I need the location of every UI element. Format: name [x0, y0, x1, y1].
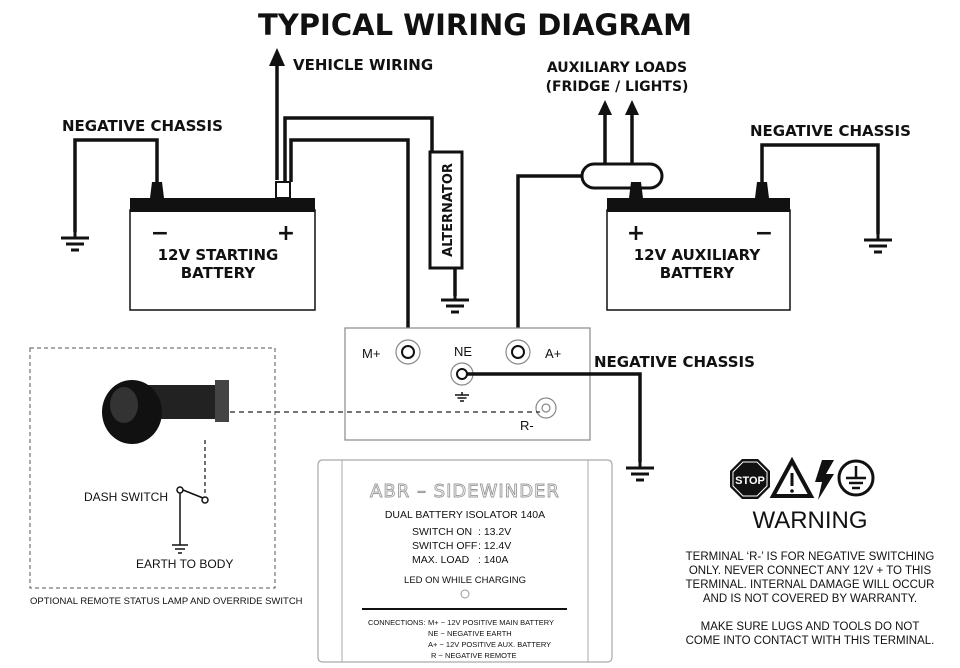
- svg-text:−: −: [755, 221, 773, 246]
- svg-text:MAX. LOAD: MAX. LOAD: [412, 554, 470, 566]
- fuse-holder: [580, 162, 664, 190]
- warning-triangle-icon: [769, 456, 815, 498]
- stop-sign-icon: STOP: [730, 459, 770, 499]
- negative-chassis-left-label: NEGATIVE CHASSIS: [62, 117, 223, 135]
- svg-text:: 12.4V: : 12.4V: [478, 540, 511, 552]
- warning-heading: WARNING: [752, 507, 867, 534]
- lightning-icon: [815, 460, 834, 500]
- svg-text:M+: M+: [362, 346, 380, 361]
- svg-text:TERMINAL. INTERNAL DAMAGE WILL: TERMINAL. INTERNAL DAMAGE WILL OCCUR: [686, 579, 935, 591]
- auxiliary-load-arrows: [598, 100, 639, 168]
- dash-switch-symbol: [172, 486, 209, 554]
- svg-text:NE ~ NEGATIVE EARTH: NE ~ NEGATIVE EARTH: [428, 629, 512, 638]
- ground-icon: [862, 232, 894, 254]
- starting-battery: − + 12V STARTING BATTERY: [129, 181, 316, 311]
- earth-to-body-label: EARTH TO BODY: [136, 557, 233, 571]
- svg-text:BATTERY: BATTERY: [660, 264, 736, 282]
- svg-text:TERMINAL ‘R-’ IS FOR NEGATIVE: TERMINAL ‘R-’ IS FOR NEGATIVE SWITCHING: [686, 551, 935, 563]
- svg-text:COME INTO CONTACT WITH THIS TE: COME INTO CONTACT WITH THIS TERMINAL.: [686, 635, 935, 647]
- auxiliary-loads-label: AUXILIARY LOADS: [547, 60, 687, 76]
- svg-text:NE: NE: [454, 344, 472, 359]
- svg-text:STOP: STOP: [735, 475, 765, 487]
- svg-text:SWITCH ON: SWITCH ON: [412, 526, 472, 538]
- svg-text:DUAL BATTERY ISOLATOR 140A: DUAL BATTERY ISOLATOR 140A: [385, 509, 545, 521]
- svg-text:ALTERNATOR: ALTERNATOR: [441, 163, 456, 257]
- brand-logo: ABR – SIDEWINDER: [370, 481, 560, 502]
- negative-chassis-isolator-label: NEGATIVE CHASSIS: [594, 353, 755, 371]
- dash-switch-label: DASH SWITCH: [84, 490, 168, 504]
- svg-text:LED ON WHILE CHARGING: LED ON WHILE CHARGING: [404, 575, 526, 586]
- vehicle-wiring-label: VEHICLE WIRING: [293, 56, 433, 74]
- alternator: ALTERNATOR: [428, 150, 464, 296]
- isolator-label-plate: ABR – SIDEWINDER DUAL BATTERY ISOLATOR 1…: [317, 459, 613, 663]
- svg-text:+: +: [277, 221, 295, 246]
- svg-text:+: +: [627, 221, 645, 246]
- svg-text:CONNECTIONS:: CONNECTIONS:: [368, 618, 426, 627]
- svg-text:BATTERY: BATTERY: [181, 264, 257, 282]
- page-title: TYPICAL WIRING DIAGRAM: [258, 8, 692, 42]
- svg-text:: 13.2V: : 13.2V: [478, 526, 511, 538]
- svg-text:−: −: [151, 221, 169, 246]
- svg-text:: 140A: : 140A: [478, 554, 508, 566]
- svg-text:SWITCH OFF: SWITCH OFF: [412, 540, 477, 552]
- svg-text:12V AUXILIARY: 12V AUXILIARY: [634, 246, 762, 264]
- svg-text:A+: A+: [545, 346, 561, 361]
- negative-chassis-right-label: NEGATIVE CHASSIS: [750, 122, 911, 140]
- ground-icon: [59, 230, 91, 252]
- isolator-body: M+ NE A+ R-: [344, 327, 591, 441]
- warning-text: TERMINAL ‘R-’ IS FOR NEGATIVE SWITCHING …: [686, 551, 935, 647]
- auxiliary-loads-sublabel: (FRIDGE / LIGHTS): [546, 79, 689, 95]
- vehicle-wiring-arrow: [269, 48, 285, 180]
- svg-text:M+ ~ 12V POSITIVE MAIN BATTERY: M+ ~ 12V POSITIVE MAIN BATTERY: [428, 618, 554, 627]
- svg-text:ONLY. NEVER CONNECT ANY 12V +: ONLY. NEVER CONNECT ANY 12V + TO THIS: [689, 565, 932, 577]
- svg-text:AND IS NOT COVERED BY WARRANTY: AND IS NOT COVERED BY WARRANTY.: [703, 593, 917, 605]
- ground-icon: [624, 460, 656, 482]
- earth-ground-icon: [837, 459, 875, 497]
- ground-icon: [439, 292, 471, 314]
- push-button-switch: [102, 380, 229, 444]
- svg-text:R-: R-: [520, 418, 534, 433]
- svg-text:12V STARTING: 12V STARTING: [158, 246, 279, 264]
- svg-text:R ~ NEGATIVE REMOTE: R ~ NEGATIVE REMOTE: [431, 651, 517, 660]
- svg-text:A+ ~ 12V POSITIVE AUX. BATTERY: A+ ~ 12V POSITIVE AUX. BATTERY: [428, 640, 551, 649]
- remote-switch-box: [29, 347, 276, 589]
- auxiliary-battery: + − 12V AUXILIARY BATTERY: [606, 182, 791, 311]
- svg-text:MAKE SURE LUGS AND TOOLS DO NO: MAKE SURE LUGS AND TOOLS DO NOT: [701, 621, 920, 633]
- remote-caption: OPTIONAL REMOTE STATUS LAMP AND OVERRIDE…: [30, 596, 303, 607]
